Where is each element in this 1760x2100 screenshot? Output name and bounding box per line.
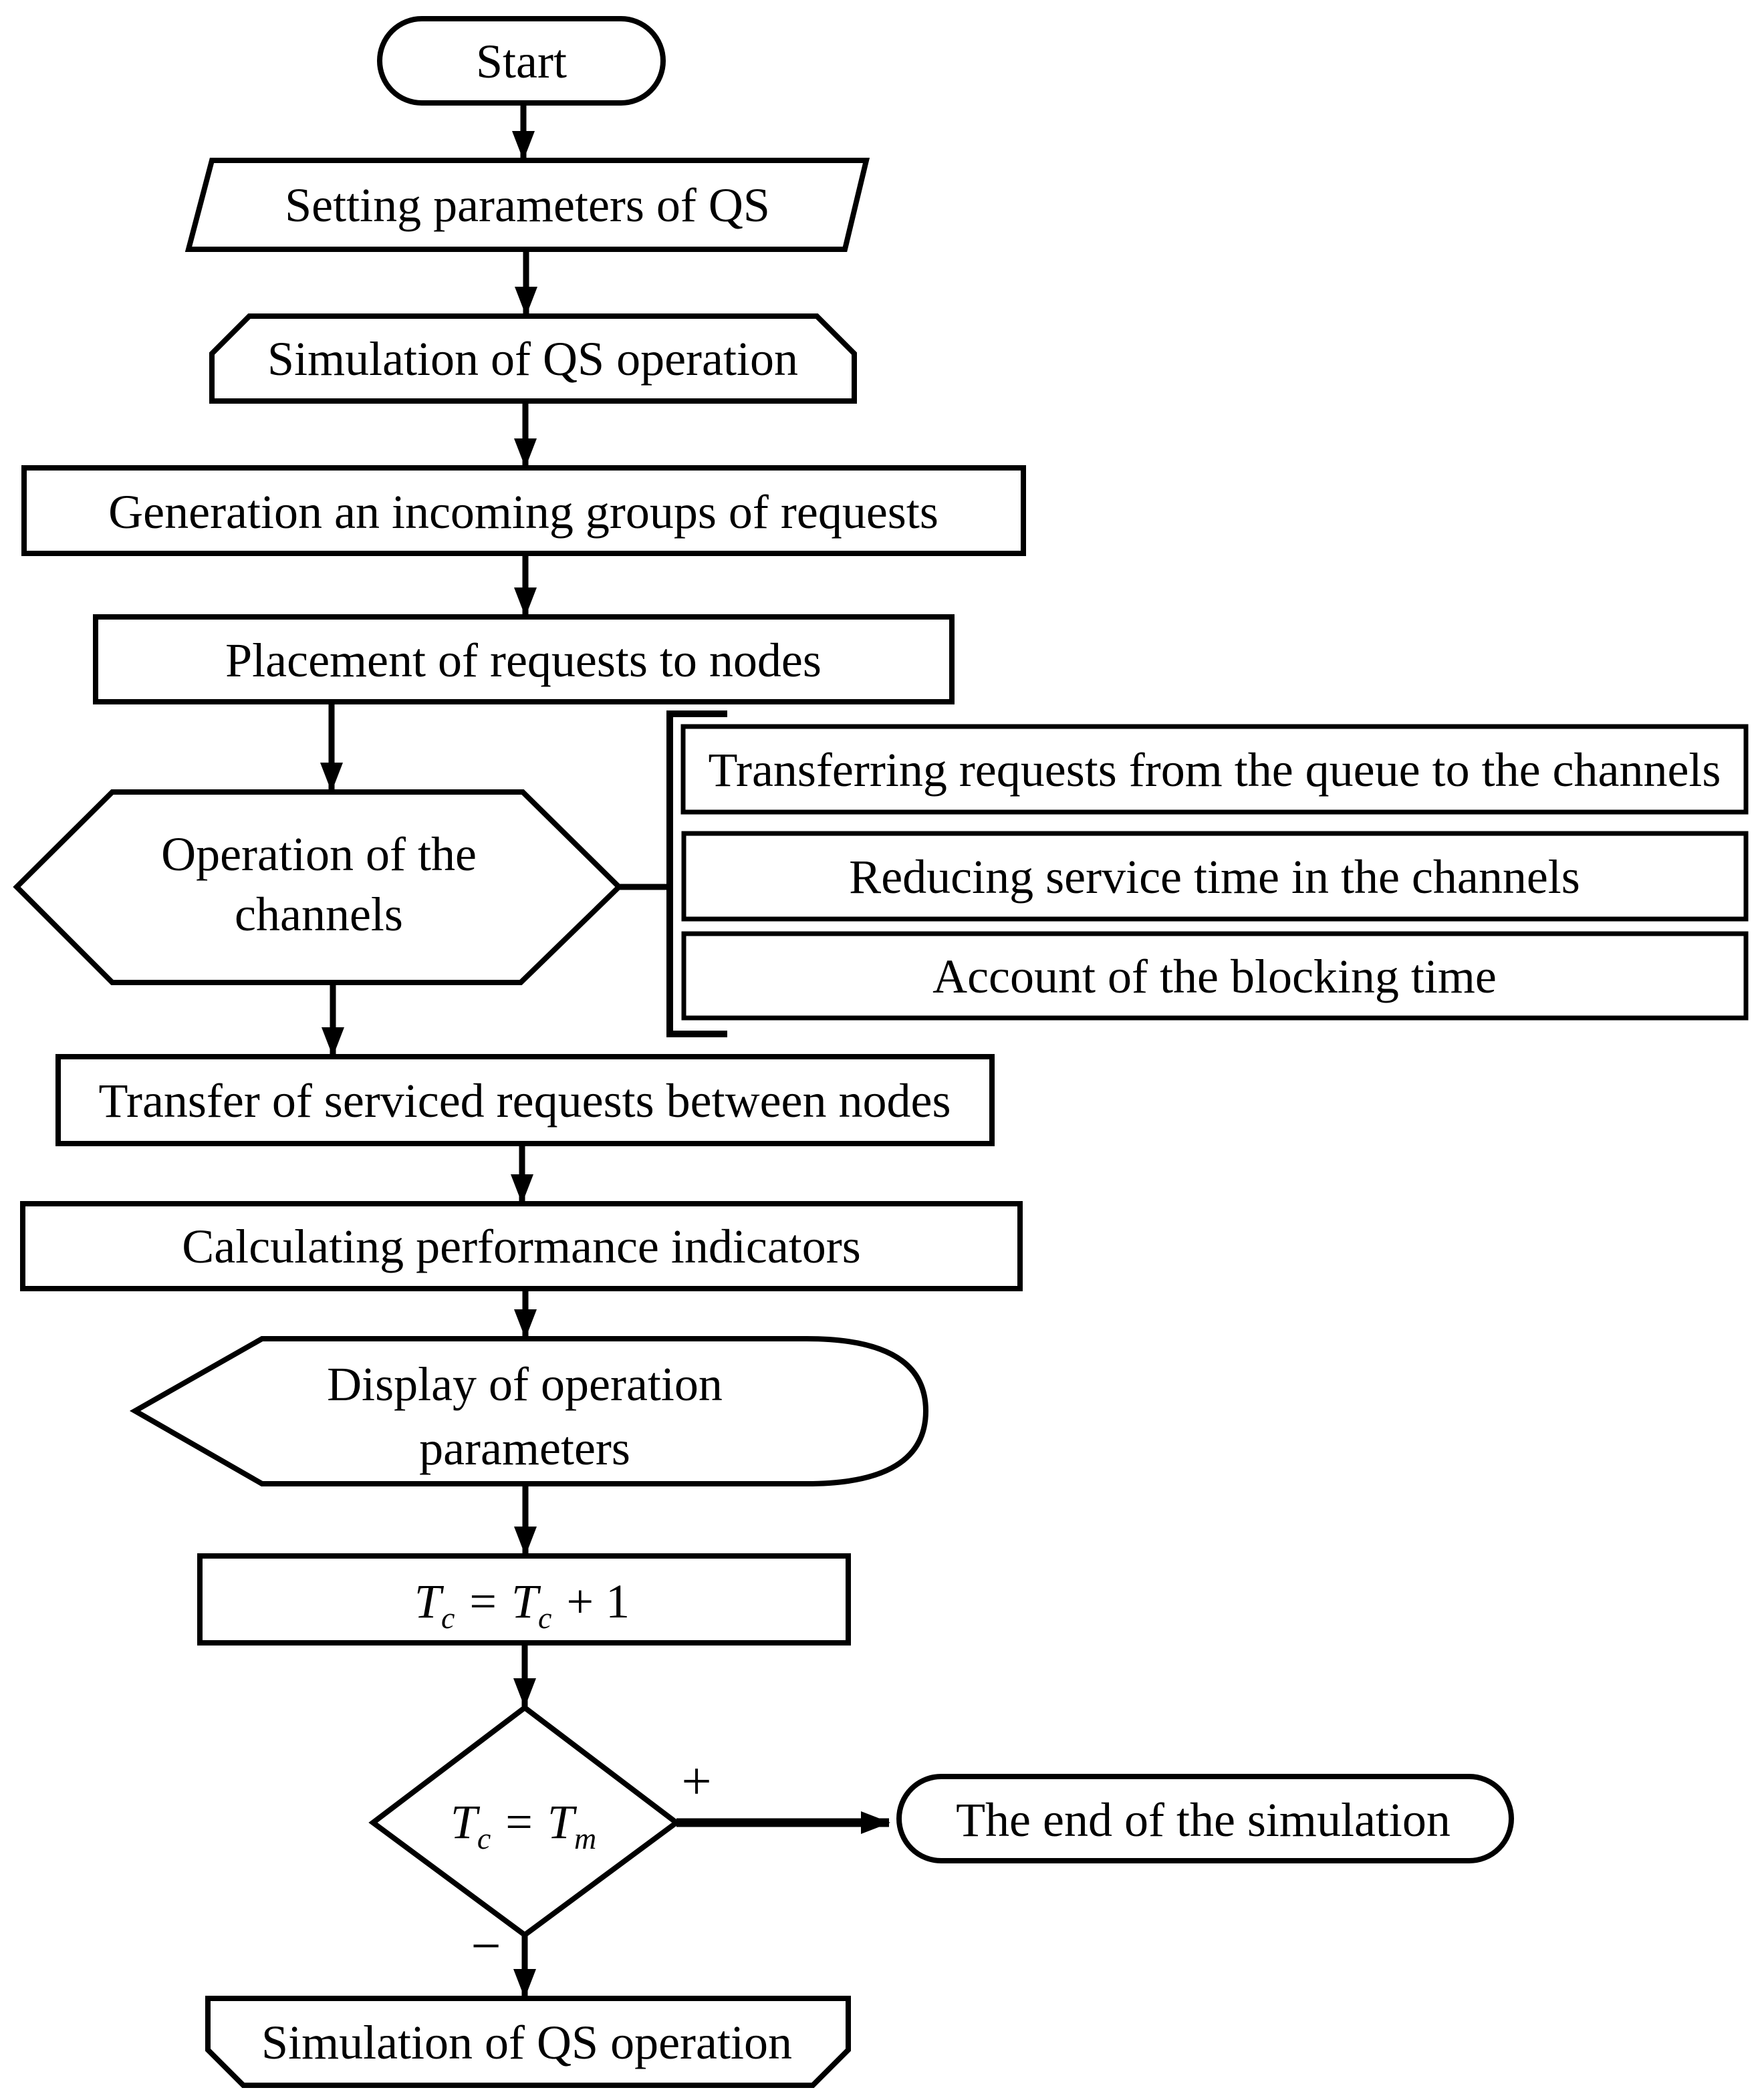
decision-equals: = — [505, 1795, 533, 1849]
display-label-line2: parameters — [419, 1422, 630, 1475]
decision-sub2: m — [574, 1821, 596, 1855]
transferring-node — [680, 724, 1749, 815]
display-label-line1: Display of operation — [327, 1357, 723, 1411]
decision-var1: T — [451, 1795, 481, 1849]
loop-end-label: Simulation of QS operation — [261, 2016, 792, 2069]
transfer-label: Transfer of serviced requests between no… — [99, 1074, 951, 1128]
reducing-label: Reducing service time in the channels — [849, 850, 1580, 904]
branch-plus-label: + — [681, 1752, 711, 1811]
subprocess-bracket — [666, 710, 727, 1037]
end-label: The end of the simulation — [956, 1793, 1451, 1847]
operation-node — [13, 789, 623, 985]
branch-minus-label: − — [471, 1917, 501, 1976]
increment-var2: T — [511, 1575, 541, 1628]
decision-var2: T — [547, 1795, 578, 1849]
setting-label: Setting parameters of QS — [285, 178, 770, 232]
operation-label-line1: Operation of the — [161, 827, 477, 881]
generation-node — [21, 465, 1026, 556]
reducing-node — [681, 831, 1749, 922]
placement-node — [93, 614, 955, 704]
increment-one: 1 — [606, 1575, 630, 1628]
start-label: Start — [476, 35, 567, 88]
increment-sub1: c — [441, 1601, 455, 1635]
blocking-node — [681, 931, 1749, 1021]
increment-var1: T — [414, 1575, 445, 1628]
decision-sub1: c — [477, 1821, 491, 1855]
placement-label: Placement of requests to nodes — [225, 634, 822, 687]
display-node — [129, 1336, 929, 1486]
increment-node — [197, 1553, 851, 1646]
loop-start-node — [209, 313, 857, 404]
blocking-label: Account of the blocking time — [932, 950, 1497, 1003]
increment-plus: + — [566, 1575, 594, 1628]
generation-label: Generation an incoming groups of request… — [108, 485, 938, 539]
transferring-label: Transferring requests from the queue to … — [709, 743, 1721, 797]
loop-end-node — [205, 1996, 851, 2088]
operation-label-line2: channels — [235, 888, 403, 941]
end-node — [896, 1774, 1514, 1863]
loop-start-label: Simulation of QS operation — [267, 332, 798, 386]
increment-equals: = — [469, 1575, 497, 1628]
increment-label: Tc = Tc +1 — [414, 1575, 630, 1635]
increment-sub2: c — [538, 1601, 551, 1635]
calculating-label: Calculating performance indicators — [182, 1220, 861, 1273]
decision-label: Tc = Tm — [451, 1795, 596, 1855]
calculating-node — [20, 1201, 1023, 1291]
setting-node — [184, 158, 870, 252]
